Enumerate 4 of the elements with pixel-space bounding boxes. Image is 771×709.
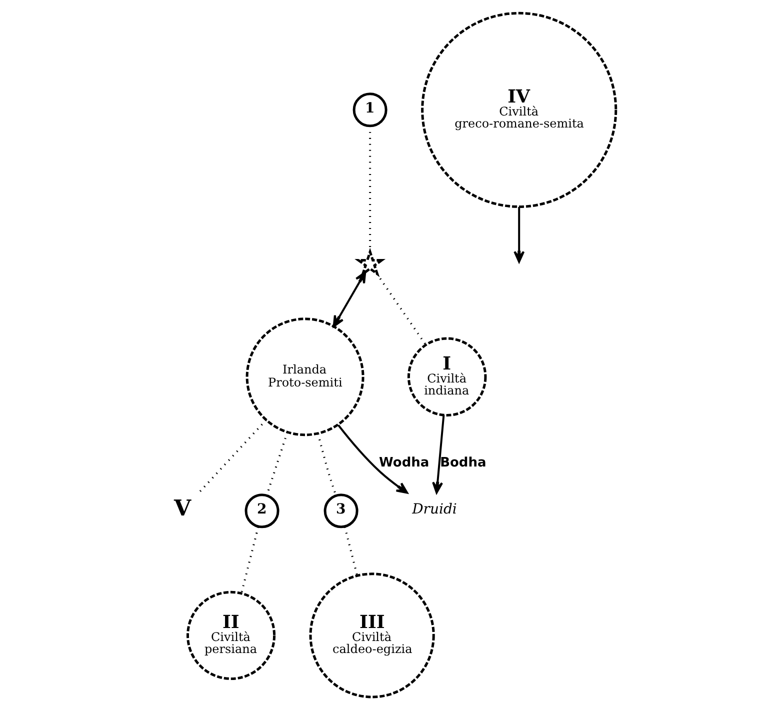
edge-label: Wodha	[378, 454, 429, 470]
node-text: V	[174, 494, 191, 521]
node-text: Druidi	[412, 501, 456, 518]
edge-label: Bodha	[440, 454, 486, 470]
